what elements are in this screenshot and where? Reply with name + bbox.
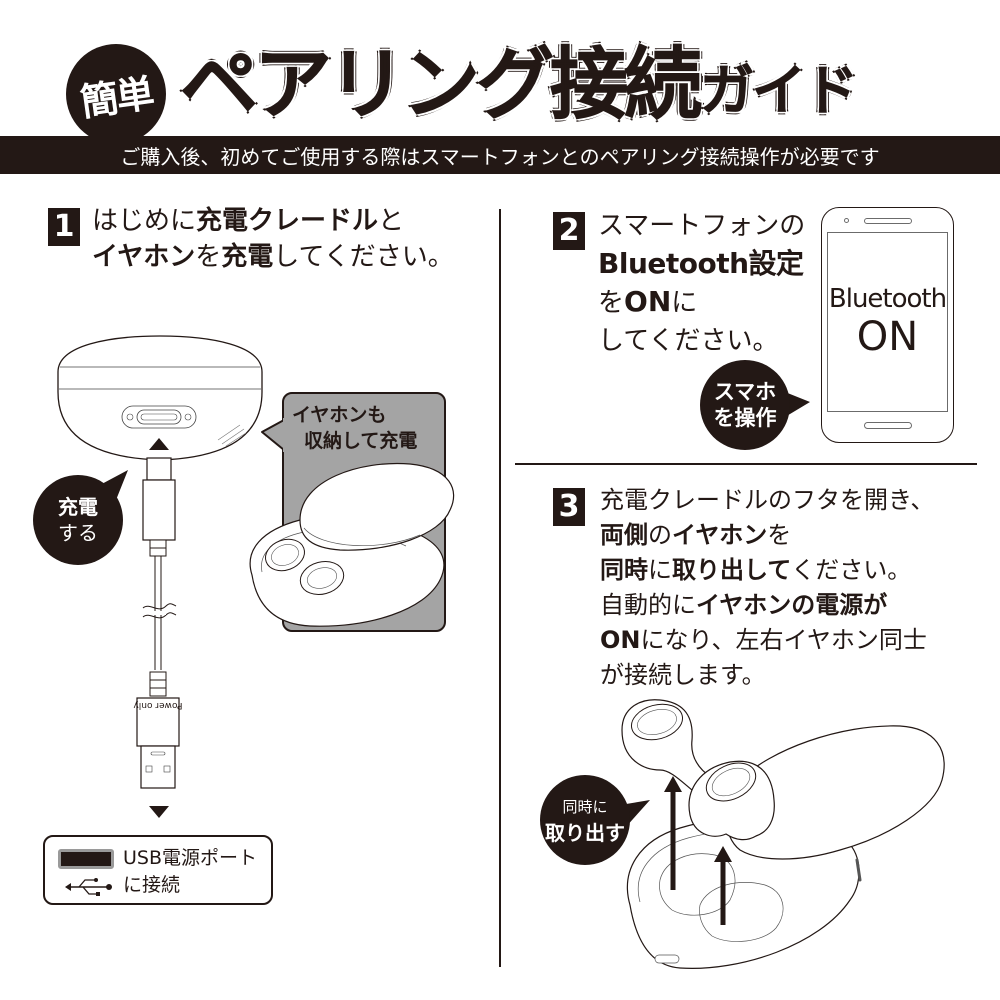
callout-text: イヤホンも 収納して充電 xyxy=(292,402,417,454)
step-2-line-2: Bluetooth設定 xyxy=(598,245,805,283)
banner-text: ご購入後、初めてご使用する際はスマートフォンとのペアリング接続操作が必要です xyxy=(120,144,880,169)
text-segment: に xyxy=(648,556,672,584)
step-3-line-4: 自動的にイヤホンの電源が xyxy=(600,588,934,623)
page-title: ペアリング接続 ガイド xyxy=(179,40,859,131)
title-main-text: ペアリング接続 xyxy=(179,40,702,131)
text-segment-bold: ON xyxy=(624,285,672,318)
usb-text-line-1: USB電源ポート xyxy=(123,847,258,869)
usb-port-icon xyxy=(58,849,114,869)
usb-port-text: USB電源ポート に接続 xyxy=(123,845,257,899)
step-1-line-2: イヤホンを充電してください。 xyxy=(92,239,454,275)
step-2-line-1: スマートフォンの xyxy=(598,207,805,245)
callout-pointer xyxy=(249,418,455,627)
text-segment: 自動的に xyxy=(600,591,696,619)
text-segment: してください。 xyxy=(273,242,454,272)
phone-screen-line-2: ON xyxy=(856,314,919,360)
step-2-line-3: をONに xyxy=(598,283,805,322)
text-segment-bold: 取り出して xyxy=(672,556,792,584)
text-segment: を xyxy=(598,288,625,318)
text-segment-bold: 同時 xyxy=(600,556,648,584)
text-segment: の xyxy=(648,521,672,549)
remove-bubble: 同時に 取り出す xyxy=(540,775,630,865)
step-1-instructions: はじめに充電クレードルと イヤホンを充電してください。 xyxy=(92,203,454,275)
title-badge: 簡単 xyxy=(66,44,166,144)
text-segment-bold: ON xyxy=(600,626,641,654)
bubble-line-2: を操作 xyxy=(713,406,777,430)
usb-symbol-icon xyxy=(65,878,112,896)
intro-banner: ご購入後、初めてご使用する際はスマートフォンとのペアリング接続操作が必要です xyxy=(0,136,1000,174)
usb-port-box: USB電源ポート に接続 xyxy=(43,835,273,905)
title-suffix-text: ガイド xyxy=(700,59,859,123)
text-segment-bold: イヤホン xyxy=(672,521,768,549)
step-1-number: 1 xyxy=(48,208,80,246)
callout-line-2: 収納して充電 xyxy=(304,430,418,452)
step-3-instructions: 充電クレードルのフタを開き、 両側のイヤホンを 同時に取り出してください。 自動… xyxy=(600,483,934,693)
text-segment: と xyxy=(378,206,405,236)
horizontal-divider xyxy=(515,463,977,465)
text-segment-bold: イヤホン xyxy=(92,242,196,272)
charge-bubble-pointer xyxy=(98,470,128,510)
text-segment: スマートフォンの xyxy=(598,211,806,241)
charge-bubble: 充電 する xyxy=(33,475,123,565)
phone-home-button-icon xyxy=(864,422,912,429)
bubble-line-1: 同時に xyxy=(562,798,608,816)
vertical-divider xyxy=(499,209,501,967)
text-segment: になり、左右イヤホン同士 xyxy=(640,626,927,654)
bubble-line-2: 取り出す xyxy=(545,821,625,845)
text-segment-bold: 充電クレードル xyxy=(196,206,379,236)
step-3-line-1: 充電クレードルのフタを開き、 xyxy=(600,483,934,518)
smartphone-illustration: Bluetooth ON xyxy=(821,207,954,443)
text-segment: 充電クレードルのフタを開き、 xyxy=(600,486,935,514)
phone-screen: Bluetooth ON xyxy=(827,232,948,412)
step-3-line-6: が接続します。 xyxy=(600,658,934,693)
step-3-number: 3 xyxy=(553,488,585,526)
text-segment-bold: Bluetooth設定 xyxy=(598,247,804,280)
text-segment: はじめに xyxy=(92,206,197,236)
text-segment: してください。 xyxy=(598,326,779,356)
text-segment: に xyxy=(671,288,698,318)
text-segment: を xyxy=(195,242,222,272)
usb-text-line-2: に接続 xyxy=(123,874,181,896)
text-segment: ください。 xyxy=(791,556,912,584)
callout-line-1: イヤホンも xyxy=(292,404,387,426)
step-1-line-1: はじめに充電クレードルと xyxy=(92,203,454,239)
cradle-bottom-illustration xyxy=(57,335,263,818)
text-segment: が接続します。 xyxy=(600,661,766,689)
step-2-number: 2 xyxy=(553,212,585,250)
text-segment-bold: 両側 xyxy=(600,521,648,549)
phone-camera-icon xyxy=(844,218,849,223)
step-3-line-5: ONになり、左右イヤホン同士 xyxy=(600,623,934,658)
step-3-line-2: 両側のイヤホンを xyxy=(600,518,934,553)
step-2-line-4: してください。 xyxy=(598,322,805,360)
text-segment-bold: イヤホンの電源が xyxy=(696,591,888,619)
phone-screen-line-1: Bluetooth xyxy=(828,284,947,314)
bubble-line-2: する xyxy=(58,521,98,545)
step-3-line-3: 同時に取り出してください。 xyxy=(600,553,934,588)
step-2-instructions: スマートフォンの Bluetooth設定 をONに してください。 xyxy=(598,207,805,360)
phone-bubble: スマホ を操作 xyxy=(700,360,790,450)
text-segment-bold: 充電 xyxy=(221,242,274,272)
phone-speaker-icon xyxy=(864,218,912,224)
text-segment: を xyxy=(767,521,792,549)
bubble-line-1: スマホ xyxy=(713,380,777,404)
bubble-line-1: 充電 xyxy=(58,495,98,519)
